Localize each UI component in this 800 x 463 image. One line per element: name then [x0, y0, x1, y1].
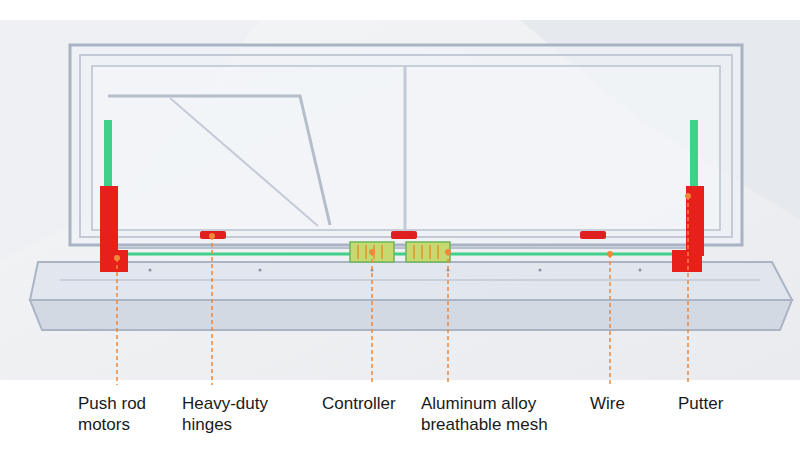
- support-strut: [170, 98, 318, 226]
- push-rod: [104, 120, 112, 188]
- leader-dot: [114, 193, 691, 261]
- part-label: Push rod motors: [78, 393, 168, 435]
- part-label: Wire: [590, 393, 625, 414]
- base-frame: [30, 300, 792, 330]
- part-label: Controller: [322, 393, 396, 414]
- mesh-slots: [358, 245, 438, 259]
- leader-line: [117, 196, 688, 385]
- screws: [149, 269, 642, 272]
- lid-frame: [70, 45, 742, 245]
- part-label: Heavy-duty hinges: [182, 393, 286, 435]
- push-rod-motor: [100, 250, 128, 272]
- backdrop: [0, 20, 800, 380]
- glass-panel: [92, 66, 720, 230]
- push-rod-motor: [100, 186, 118, 256]
- support-strut: [108, 96, 330, 225]
- base-rail: [100, 247, 700, 249]
- putter-rod: [690, 120, 698, 188]
- lid-frame-inner: [80, 55, 732, 237]
- breathable-mesh: [406, 242, 450, 262]
- part-label: Putter: [678, 393, 723, 414]
- part-label: Aluminum alloy breathable mesh: [421, 393, 561, 435]
- putter: [672, 250, 702, 272]
- wire: [125, 253, 680, 256]
- hinge: [200, 231, 606, 239]
- base-rail: [60, 279, 760, 281]
- panel-divider: [404, 66, 407, 230]
